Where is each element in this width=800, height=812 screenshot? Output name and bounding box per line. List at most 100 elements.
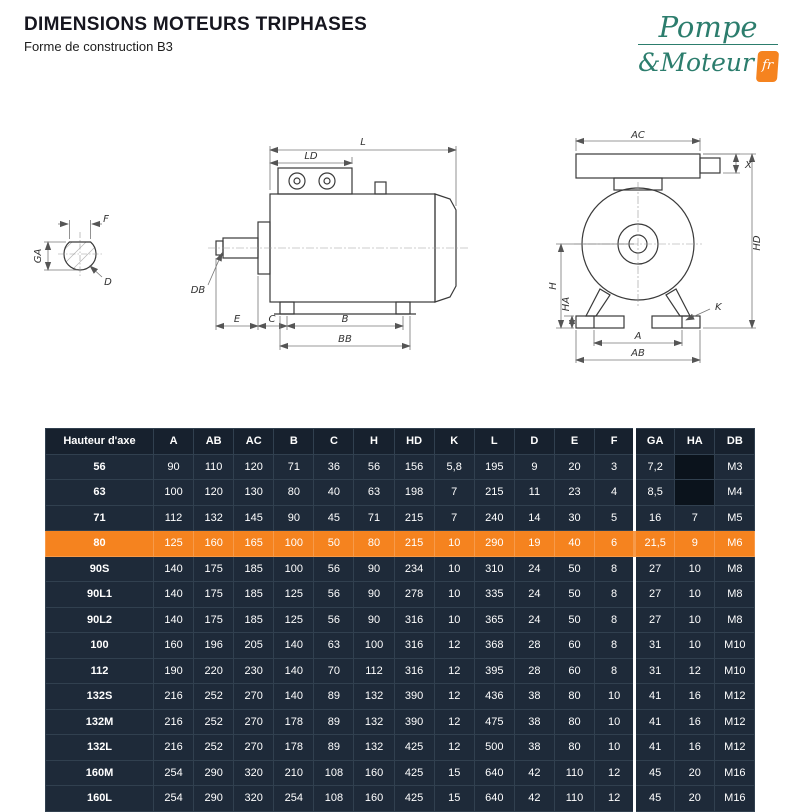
value-cell: 16 <box>674 708 716 735</box>
value-cell: 63 <box>313 632 355 659</box>
page-header: DIMENSIONS MOTEURS TRIPHASES Forme de co… <box>24 14 367 54</box>
value-cell: 175 <box>193 555 235 582</box>
value-cell: 28 <box>513 657 555 684</box>
value-cell: 10 <box>674 581 716 608</box>
dim-label-h: H <box>548 282 559 290</box>
dim-label-k: K <box>715 302 723 313</box>
value-cell: 9 <box>513 453 555 480</box>
value-cell: 196 <box>193 632 235 659</box>
value-cell: 108 <box>313 785 355 812</box>
value-cell: M8 <box>714 555 756 582</box>
axis-height-cell: 112 <box>45 657 154 684</box>
value-cell: 60 <box>553 657 596 684</box>
value-cell: 15 <box>433 759 475 786</box>
value-cell: 436 <box>473 683 515 710</box>
value-cell: 175 <box>193 606 235 633</box>
column-header: E <box>553 428 596 455</box>
value-cell: 8 <box>594 581 636 608</box>
value-cell: M6 <box>714 530 756 557</box>
dim-label-x: X <box>744 160 753 171</box>
value-cell: 216 <box>152 683 195 710</box>
column-header: D <box>513 428 555 455</box>
value-cell: 132 <box>193 504 235 531</box>
value-cell: 140 <box>152 581 195 608</box>
value-cell: 16 <box>633 504 676 531</box>
value-cell: 42 <box>513 759 555 786</box>
value-cell: 80 <box>353 530 395 557</box>
value-cell: 160 <box>193 530 235 557</box>
value-cell: 80 <box>553 734 596 761</box>
dimension-lines <box>44 220 103 278</box>
value-cell: 252 <box>193 734 235 761</box>
logo-pompe-text: Pompe <box>638 12 778 45</box>
value-cell: 10 <box>433 530 475 557</box>
value-cell: 252 <box>193 708 235 735</box>
dim-label-b: B <box>342 314 349 325</box>
value-cell: 50 <box>553 555 596 582</box>
axis-height-cell: 80 <box>45 530 154 557</box>
centerlines <box>574 182 702 308</box>
value-cell: 19 <box>513 530 555 557</box>
value-cell: 270 <box>233 734 275 761</box>
value-cell: M16 <box>714 759 756 786</box>
value-cell: 20 <box>674 759 716 786</box>
value-cell: 100 <box>273 530 315 557</box>
value-cell: 7 <box>674 504 716 531</box>
value-cell: 50 <box>553 581 596 608</box>
dimension-lines <box>207 146 457 350</box>
value-cell: 390 <box>393 683 435 710</box>
value-cell: 71 <box>273 453 315 480</box>
value-cell: 12 <box>674 657 716 684</box>
value-cell: 335 <box>473 581 515 608</box>
column-header: F <box>594 428 636 455</box>
value-cell: 125 <box>152 530 195 557</box>
axis-height-cell: 100 <box>45 632 154 659</box>
column-header: AC <box>233 428 275 455</box>
value-cell: 125 <box>273 606 315 633</box>
dim-label-db: DB <box>191 285 206 296</box>
value-cell: 10 <box>433 606 475 633</box>
value-cell: 90 <box>273 504 315 531</box>
value-cell: 21,5 <box>633 530 676 557</box>
value-cell: 8 <box>594 606 636 633</box>
value-cell: 41 <box>633 683 676 710</box>
value-cell: 270 <box>233 708 275 735</box>
value-cell: 89 <box>313 708 355 735</box>
column-header: L <box>473 428 515 455</box>
value-cell: 156 <box>393 453 435 480</box>
page-title: DIMENSIONS MOTEURS TRIPHASES <box>24 14 368 35</box>
value-cell: 12 <box>433 683 475 710</box>
value-cell: 195 <box>473 453 515 480</box>
value-cell: 16 <box>674 683 716 710</box>
value-cell: 38 <box>513 708 555 735</box>
value-cell: 365 <box>473 606 515 633</box>
value-cell: M12 <box>714 734 756 761</box>
value-cell: 390 <box>393 708 435 735</box>
value-cell: 10 <box>433 555 475 582</box>
value-cell: 38 <box>513 683 555 710</box>
value-cell: 290 <box>193 759 235 786</box>
value-cell: 205 <box>233 632 275 659</box>
dimension-lines <box>556 137 756 364</box>
value-cell: 8 <box>594 657 636 684</box>
dim-label-bb: BB <box>338 334 352 345</box>
axis-height-cell: 71 <box>45 504 154 531</box>
value-cell: M16 <box>714 785 756 812</box>
value-cell: 316 <box>393 632 435 659</box>
value-cell: M8 <box>714 581 756 608</box>
value-cell: 20 <box>553 453 596 480</box>
value-cell: 215 <box>473 479 515 506</box>
value-cell: 24 <box>513 581 555 608</box>
value-cell: 12 <box>433 734 475 761</box>
value-cell: 145 <box>233 504 275 531</box>
value-cell: 70 <box>313 657 355 684</box>
column-header: C <box>313 428 355 455</box>
value-cell: M10 <box>714 657 756 684</box>
shaft-outline <box>63 241 97 271</box>
value-cell: 178 <box>273 708 315 735</box>
value-cell: 14 <box>513 504 555 531</box>
